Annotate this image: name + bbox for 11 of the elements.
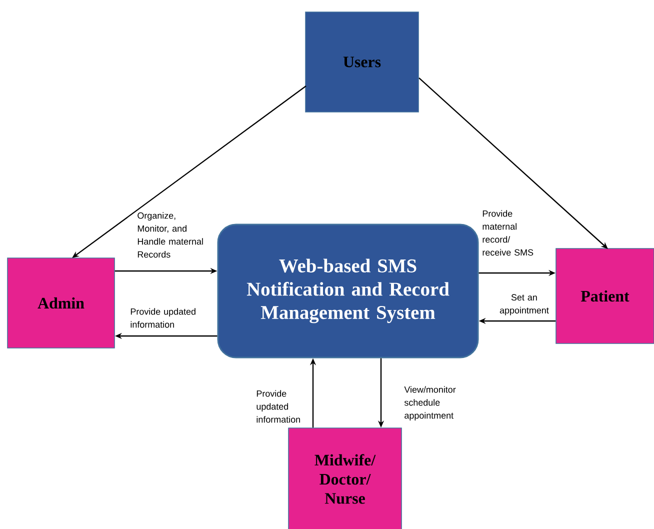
edge-label: Provide updated information <box>256 390 300 423</box>
patient-box: Patient <box>556 248 654 344</box>
edge-label: Provide maternal record/ receive SMS <box>482 210 534 256</box>
admin-box: Admin <box>7 258 115 348</box>
edge-label: Set an appointment <box>500 294 549 316</box>
staff-box: Midwife/ Doctor/ Nurse <box>288 428 402 529</box>
edge-label: View/monitor schedule appointment <box>404 386 456 420</box>
edge-label: Provide updated information <box>130 308 196 328</box>
system-box: Web-based SMS Notification and Record Management System <box>217 224 479 358</box>
edge-label: Organize, Monitor, and Handle maternal Records <box>138 212 203 258</box>
user-box: Users <box>305 12 419 112</box>
